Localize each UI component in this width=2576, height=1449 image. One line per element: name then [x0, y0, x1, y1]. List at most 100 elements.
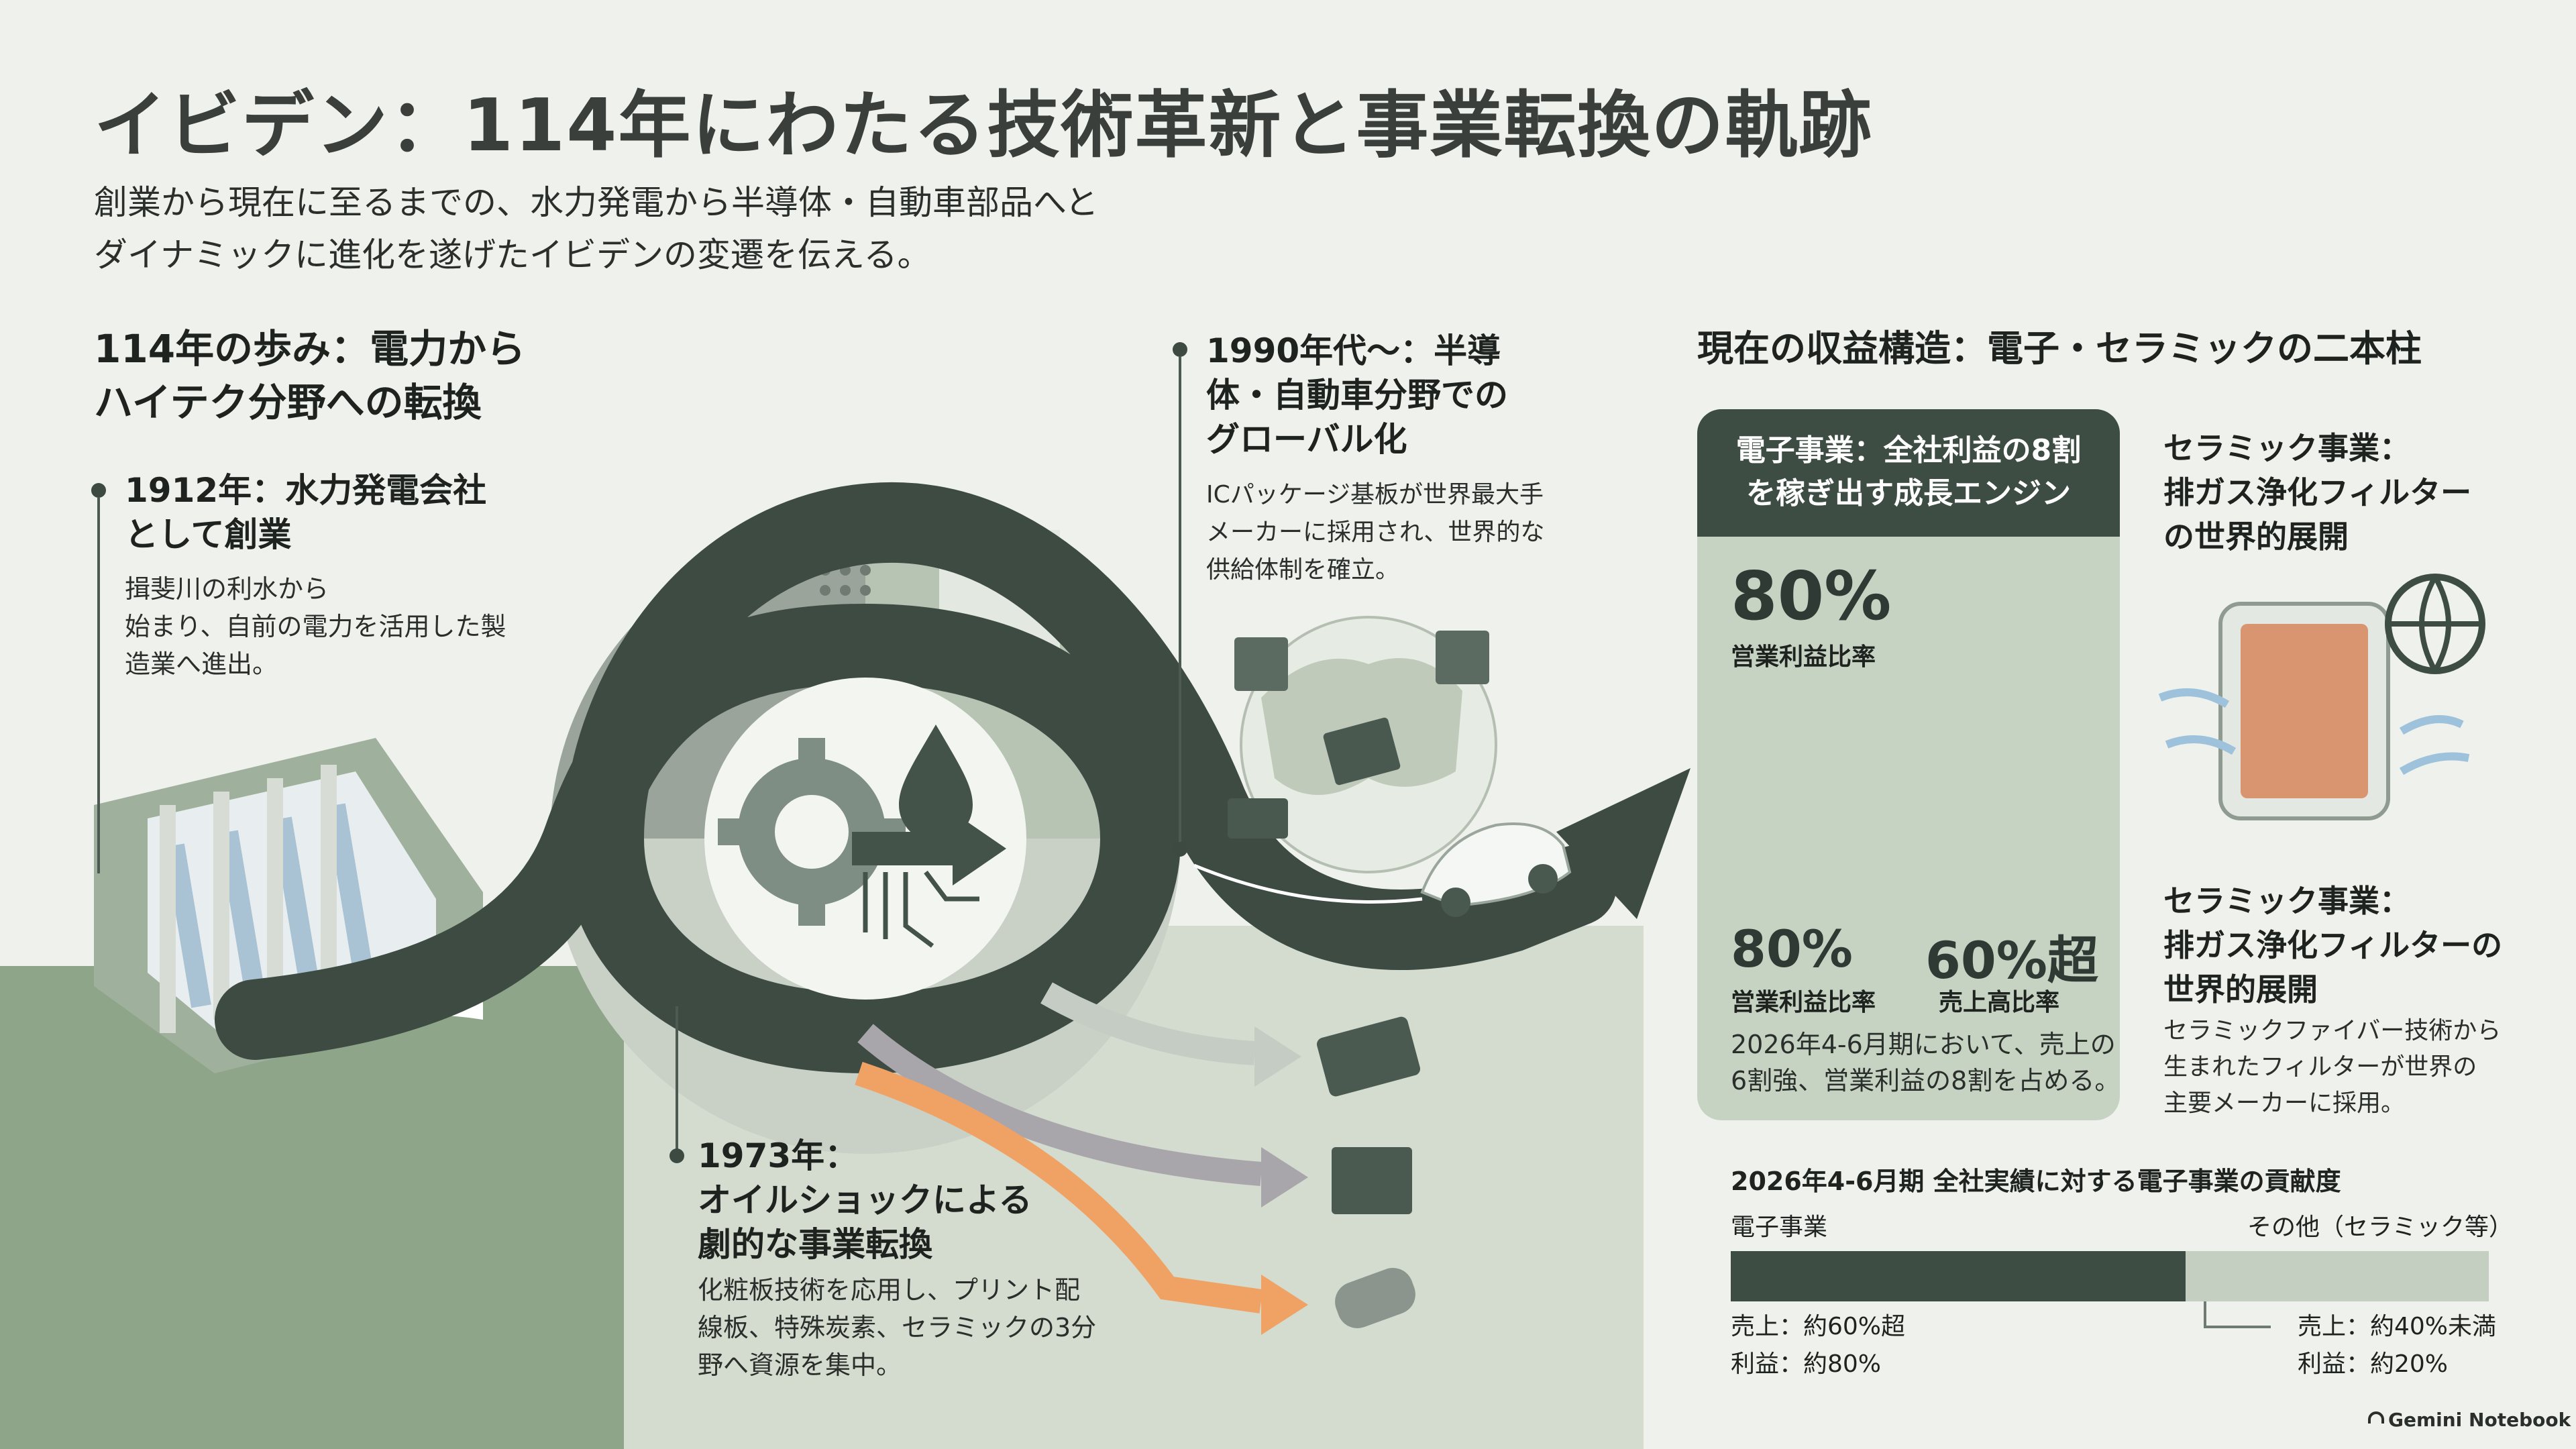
milestone-dot-1990-end — [1173, 842, 1187, 857]
stat-sales-label: 売上高比率 — [1939, 989, 2060, 1016]
milestone-line-1912 — [97, 498, 100, 873]
milestone-1912-title-line-1: 1912年：水力発電会社 — [125, 471, 487, 510]
contribution-left-notes: 売上：約60%超 利益：約80% — [1731, 1308, 1905, 1383]
milestone-1990-body-line-3: 供給体制を確立。 — [1206, 556, 1400, 584]
airflow-left — [2158, 688, 2237, 755]
history-heading-line-1: 114年の歩み：電力から — [94, 326, 526, 372]
ceramics-heading-line-3: 世界的展開 — [2163, 971, 2318, 1008]
road-center-line — [1193, 863, 1423, 904]
milestone-dot-1912 — [91, 483, 106, 498]
electronics-note-line-2: 6割強、営業利益の8割を占める。 — [1731, 1066, 2121, 1095]
contribution-title: 2026年4-6月期 全社実績に対する電子事業の貢献度 — [1731, 1167, 2341, 1196]
contribution-left-note-profit: 利益：約80% — [1731, 1350, 1882, 1378]
milestone-dot-1990 — [1173, 342, 1187, 357]
milestone-1912-body: 揖斐川の利水から 始まり、自前の電力を活用した製 造業へ進出。 — [125, 570, 506, 683]
chip-icon-center — [1323, 717, 1401, 786]
milestone-1973-body: 化粧板技術を応用し、プリント配 線板、特殊炭素、セラミックの3分 野へ資源を集中… — [698, 1271, 1096, 1384]
milestone-1990-title-line-1: 1990年代〜：半導 — [1206, 331, 1501, 370]
ceramics-top-heading-line-3: の世界的展開 — [2163, 519, 2349, 555]
milestone-1912-body-line-3: 造業へ進出。 — [125, 649, 278, 679]
history-heading-line-2: ハイテク分野への転換 — [94, 380, 482, 425]
chip-icon-bottom — [1228, 798, 1288, 839]
ceramics-body-line-3: 主要メーカーに採用。 — [2163, 1089, 2406, 1117]
milestone-1973-body-line-2: 線板、特殊炭素、セラミックの3分 — [698, 1313, 1097, 1342]
airflow-right — [2399, 715, 2470, 775]
milestone-1973-body-line-1: 化粧板技術を応用し、プリント配 — [698, 1275, 1081, 1305]
electronics-note: 2026年4-6月期において、売上の 6割強、営業利益の8割を占める。 — [1731, 1026, 2120, 1099]
milestone-1912-body-line-2: 始まり、自前の電力を活用した製 — [125, 612, 506, 641]
milestone-1973-title: 1973年： オイルショックによる 劇的な事業転換 — [698, 1134, 1032, 1267]
electronics-header: 電子事業：全社利益の8割 を稼ぎ出す成長エンジン — [1697, 409, 2120, 537]
milestone-1990-body-line-2: メーカーに採用され、世界的な — [1206, 519, 1545, 546]
branch-arrow-carbon-head — [1261, 1147, 1308, 1208]
structure-heading: 現在の収益構造：電子・セラミックの二本柱 — [1697, 327, 2422, 370]
contribution-bar-electronics — [1731, 1251, 2186, 1301]
bar-connector-vertical — [2204, 1301, 2206, 1328]
stat-profit-label: 営業利益比率 — [1731, 989, 1876, 1016]
electronics-header-line-2: を稼ぎ出す成長エンジン — [1746, 476, 2071, 511]
electronics-top-value: 80% — [1731, 557, 1892, 635]
electronics-note-line-1: 2026年4-6月期において、売上の — [1731, 1030, 2116, 1059]
milestone-1912-title-line-2: として創業 — [125, 515, 292, 554]
milestone-1973-title-line-1: 1973年： — [698, 1136, 859, 1175]
bar-connector-horizontal — [2204, 1326, 2271, 1328]
branch-arrow-wiring — [1040, 982, 1256, 1065]
milestone-1990-title: 1990年代〜：半導 体・自動車分野での グローバル化 — [1206, 329, 1508, 462]
milestone-1973-body-line-3: 野へ資源を集中。 — [698, 1350, 902, 1380]
notebook-logo-icon — [2368, 1411, 2384, 1424]
contribution-left-label: 電子事業 — [1731, 1214, 1828, 1241]
branch-arrow-ceramic-head — [1261, 1275, 1308, 1335]
milestone-line-1973 — [676, 1006, 678, 1154]
contribution-right-note-sales: 売上：約40%未満 — [2298, 1313, 2497, 1340]
ceramics-heading-line-1: セラミック事業： — [2163, 883, 2410, 919]
contribution-right-notes: 売上：約40%未満 利益：約20% — [2298, 1308, 2496, 1383]
circuit-lines — [863, 870, 979, 948]
milestone-1912-title: 1912年：水力発電会社 として創業 — [125, 468, 486, 557]
milestone-dot-1973 — [669, 1148, 684, 1163]
contribution-bar-other — [2186, 1251, 2489, 1301]
branch-arrow-wiring-head — [1254, 1026, 1301, 1087]
timeline-road — [215, 482, 1617, 1074]
ceramics-top-heading: セラミック事業： 排ガス浄化フィルター の世界的展開 — [2163, 426, 2471, 559]
milestone-1912-body-line-1: 揖斐川の利水から — [125, 574, 329, 604]
contribution-right-note-profit: 利益：約20% — [2298, 1350, 2449, 1378]
branch-arrow-ceramic — [855, 1061, 1263, 1313]
electronics-top-label: 営業利益比率 — [1731, 643, 1876, 671]
milestone-1990-body: ICパッケージ基板が世界最大手 メーカーに採用され、世界的な 供給体制を確立。 — [1206, 476, 1544, 589]
ceramic-part-icon — [1335, 1268, 1415, 1328]
carbon-block-icon — [1332, 1147, 1412, 1214]
milestone-1990-title-line-3: グローバル化 — [1206, 420, 1407, 459]
milestone-line-1990 — [1179, 357, 1181, 853]
branch-arrow-carbon — [857, 1024, 1263, 1186]
stat-sales-value: 60%超 — [1925, 930, 2098, 990]
oil-drop-icon — [899, 724, 973, 842]
subtitle-line-2: ダイナミックに進化を遂げたイビデンの変遷を伝える。 — [94, 235, 931, 274]
contribution-left-note-sales: 売上：約60%超 — [1731, 1313, 1906, 1340]
history-heading: 114年の歩み：電力から ハイテク分野への転換 — [94, 322, 525, 429]
ceramics-top-heading-line-1: セラミック事業： — [2163, 430, 2410, 466]
milestone-1973-title-line-3: 劇的な事業転換 — [698, 1225, 932, 1264]
chip-icon-left — [1234, 637, 1288, 691]
ceramics-body-line-2: 生まれたフィルターが世界の — [2163, 1053, 2477, 1081]
contribution-bar — [1731, 1251, 2489, 1301]
road-arrowhead — [1556, 768, 1690, 919]
milestone-1990-body-line-1: ICパッケージ基板が世界最大手 — [1206, 481, 1544, 508]
ceramics-body: セラミックファイバー技術から 生まれたフィルターが世界の 主要メーカーに採用。 — [2163, 1013, 2501, 1122]
electronics-header-line-1: 電子事業：全社利益の8割 — [1735, 433, 2082, 468]
ceramics-body-line-1: セラミックファイバー技術から — [2163, 1017, 2502, 1044]
ceramics-heading: セラミック事業： 排ガス浄化フィルターの 世界的展開 — [2163, 879, 2502, 1012]
contribution-right-label: その他（セラミック等） — [2247, 1214, 2514, 1241]
stat-profit-value: 80% — [1731, 919, 1853, 979]
page-title: イビデン：114年にわたる技術革新と事業転換の軌跡 — [94, 84, 1873, 168]
ceramics-top-heading-line-2: 排ガス浄化フィルター — [2163, 474, 2472, 511]
brand-label: Gemini Notebook — [2388, 1409, 2571, 1431]
subtitle-line-1: 創業から現在に至るまでの、水力発電から半導体・自動車部品へと — [94, 183, 1099, 222]
electronics-panel: 電子事業：全社利益の8割 を稼ぎ出す成長エンジン — [1697, 409, 2120, 1120]
ceramics-heading-line-2: 排ガス浄化フィルターの — [2163, 927, 2503, 963]
milestone-1973-title-line-2: オイルショックによる — [698, 1181, 1032, 1220]
transition-arrow-icon — [852, 812, 1006, 885]
milestone-1990-title-line-2: 体・自動車分野での — [1206, 376, 1508, 415]
ceramic-filter-icon — [2218, 602, 2390, 820]
pcb-chip-icon — [1316, 1016, 1421, 1097]
